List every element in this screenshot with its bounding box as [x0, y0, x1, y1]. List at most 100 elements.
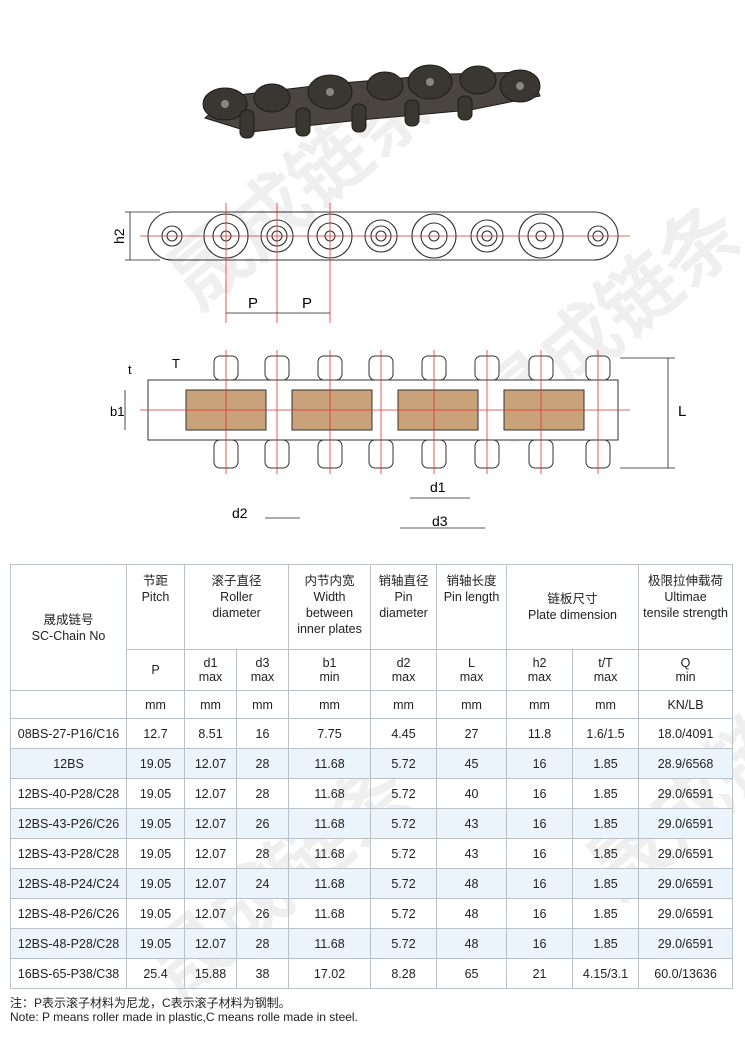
- value-cell: 12.07: [184, 748, 237, 779]
- symbol: h2: [532, 656, 547, 670]
- label-d2: d2: [232, 505, 248, 521]
- unit-cell: mm: [288, 690, 372, 719]
- label-T: T: [172, 356, 180, 371]
- value-cell: 19.05: [126, 778, 185, 809]
- value-cell: 38: [235, 958, 290, 989]
- value-cell: 24: [235, 868, 290, 899]
- value-cell: 12.07: [184, 898, 237, 929]
- value-cell: 1.85: [572, 868, 640, 899]
- value-cell: 29.0/6591: [638, 868, 734, 899]
- unit-cell: mm: [370, 690, 438, 719]
- header-tensile: 极限拉伸载荷 Ultimae tensile strength: [638, 564, 734, 650]
- value-cell: 11.68: [288, 868, 372, 899]
- symbol-qualifier: min: [675, 670, 696, 684]
- header-pinlen-cn: 销轴长度: [446, 574, 497, 588]
- header-width-en2: inner plates: [297, 622, 362, 636]
- value-cell: 1.85: [572, 808, 640, 839]
- value-cell: 19.05: [126, 928, 185, 959]
- value-cell: 15.88: [184, 958, 237, 989]
- chain-no-cell: 12BS: [10, 748, 127, 779]
- chain-no-cell: 08BS-27-P16/C16: [10, 718, 127, 749]
- chain-no-en: SC-Chain No: [31, 628, 106, 643]
- value-cell: 60.0/13636: [638, 958, 734, 989]
- value-cell: 26: [235, 808, 290, 839]
- value-cell: 12.07: [184, 778, 237, 809]
- value-cell: 11.8: [506, 718, 574, 749]
- value-cell: 17.02: [288, 958, 372, 989]
- header-pinlen-en: Pin length: [443, 590, 500, 604]
- value-cell: 12.07: [184, 928, 237, 959]
- units-blank: [10, 690, 127, 719]
- unit-cell: mm: [436, 690, 508, 719]
- header-plate-cn: 链板尺寸: [547, 592, 598, 606]
- value-cell: 16: [506, 808, 574, 839]
- symbol: d2: [396, 656, 411, 670]
- chain-no-cell: 12BS-40-P28/C28: [10, 778, 127, 809]
- value-cell: 26: [235, 898, 290, 929]
- value-cell: 4.45: [370, 718, 438, 749]
- value-cell: 16: [506, 778, 574, 809]
- value-cell: 11.68: [288, 838, 372, 869]
- value-cell: 5.72: [370, 928, 438, 959]
- symbol: L: [468, 656, 475, 670]
- value-cell: 16: [506, 868, 574, 899]
- chain-no-cell: 12BS-48-P24/C24: [10, 868, 127, 899]
- unit-cell: mm: [184, 690, 237, 719]
- label-h2: h2: [111, 228, 127, 244]
- value-cell: 65: [436, 958, 508, 989]
- header-pin-en1: Pin: [394, 590, 413, 604]
- symbol-qualifier: min: [319, 670, 340, 684]
- symbol-qualifier: max: [198, 670, 223, 684]
- value-cell: 5.72: [370, 748, 438, 779]
- header-pitch-en: Pitch: [141, 590, 170, 604]
- value-cell: 48: [436, 868, 508, 899]
- header-pin: 销轴直径 Pin diameter: [370, 564, 438, 650]
- value-cell: 1.85: [572, 898, 640, 929]
- symbol: Q: [680, 656, 691, 670]
- symbol-qualifier: max: [250, 670, 275, 684]
- chain-top-view-diagram: t T b1 L d1 d2 d3: [110, 350, 686, 529]
- header-plate: 链板尺寸 Plate dimension: [506, 564, 640, 650]
- label-b1: b1: [110, 404, 124, 419]
- value-cell: 1.85: [572, 928, 640, 959]
- header-roller-en2: diameter: [212, 606, 261, 620]
- value-cell: 1.85: [572, 778, 640, 809]
- label-t: t: [128, 362, 132, 377]
- symbol-qualifier: max: [459, 670, 484, 684]
- value-cell: 19.05: [126, 748, 185, 779]
- header-plate-en: Plate dimension: [528, 608, 617, 622]
- symbol: b1: [322, 656, 337, 670]
- header-pitch-cn: 节距: [142, 574, 168, 588]
- value-cell: 1.85: [572, 748, 640, 779]
- header-pin-en2: diameter: [379, 606, 428, 620]
- chain-side-view-diagram: h2 P P: [111, 203, 630, 323]
- chain-no-cell: 16BS-65-P38/C38: [10, 958, 127, 989]
- value-cell: 1.85: [572, 838, 640, 869]
- chain-no-cell: 12BS-43-P28/C28: [10, 838, 127, 869]
- value-cell: 28: [235, 778, 290, 809]
- symbol-cell: P: [126, 649, 185, 691]
- value-cell: 29.0/6591: [638, 808, 734, 839]
- value-cell: 28: [235, 928, 290, 959]
- note-cn: 注：P表示滚子材料为尼龙，C表示滚子材料为钢制。: [10, 996, 291, 1010]
- value-cell: 43: [436, 838, 508, 869]
- unit-cell: mm: [126, 690, 185, 719]
- value-cell: 48: [436, 928, 508, 959]
- label-p2: P: [302, 295, 312, 312]
- value-cell: 12.07: [184, 868, 237, 899]
- value-cell: 11.68: [288, 928, 372, 959]
- value-cell: 29.0/6591: [638, 928, 734, 959]
- chain-no-cell: 12BS-48-P26/C26: [10, 898, 127, 929]
- unit-cell: mm: [235, 690, 290, 719]
- header-pin-cn: 销轴直径: [378, 574, 429, 588]
- note-en: Note: P means roller made in plastic,C m…: [10, 1010, 358, 1024]
- value-cell: 29.0/6591: [638, 898, 734, 929]
